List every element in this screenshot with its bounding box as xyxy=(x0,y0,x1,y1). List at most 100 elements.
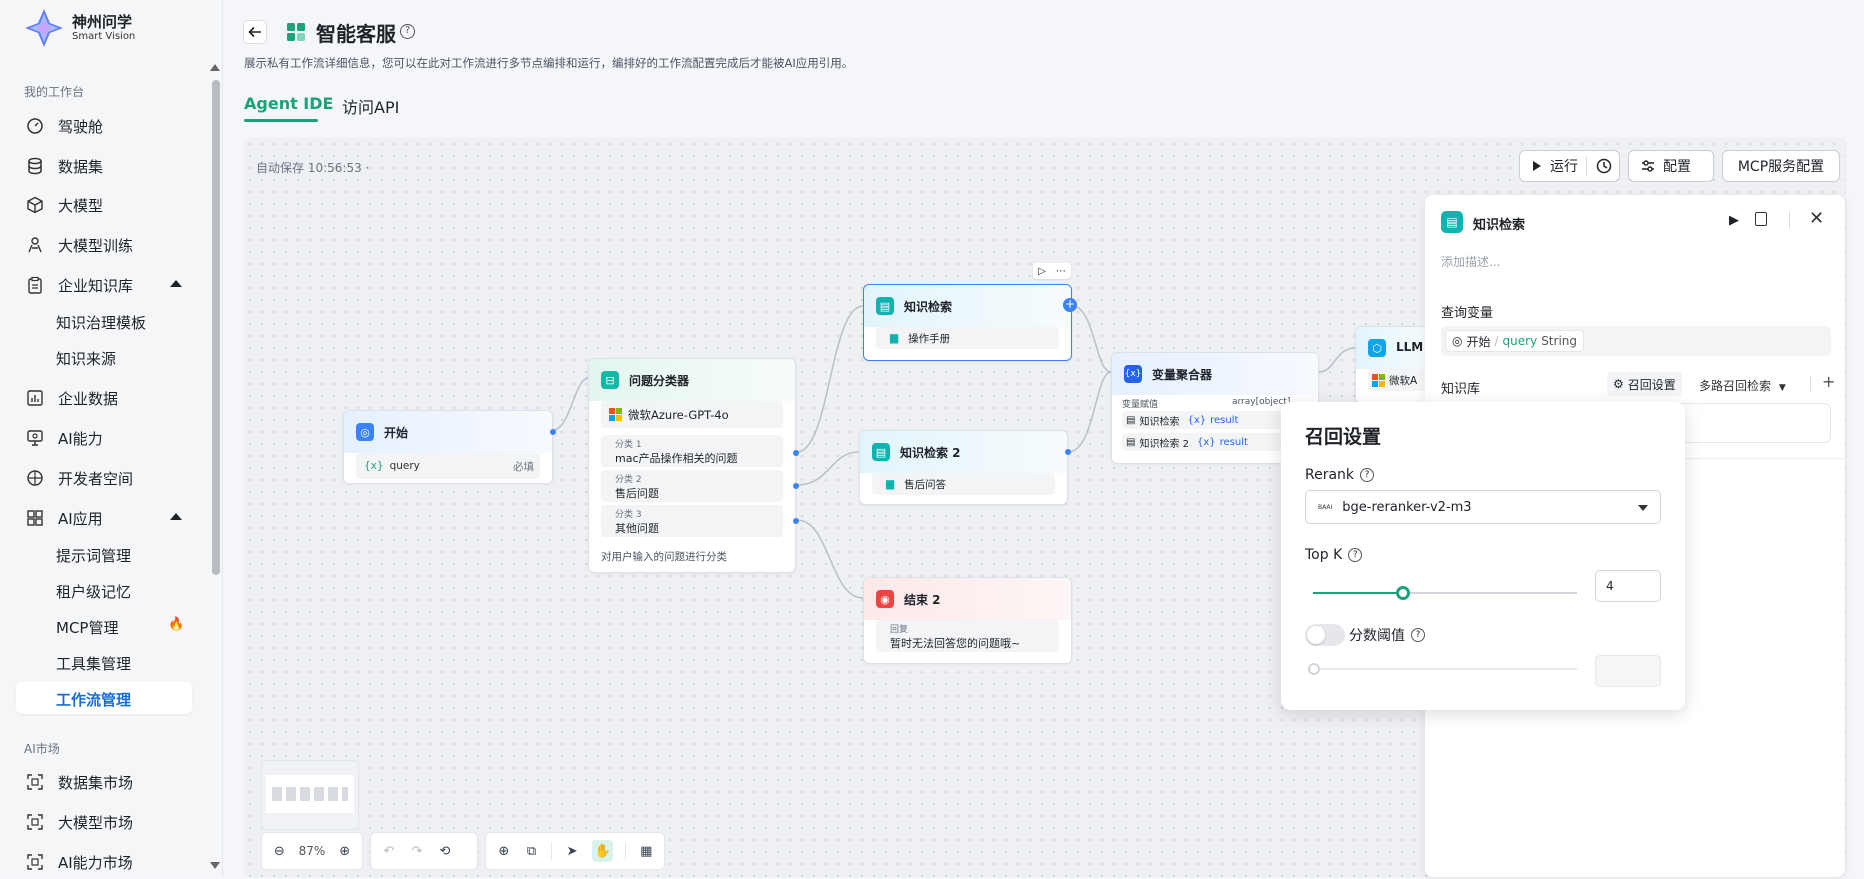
sidebar-item-ai-ability[interactable]: AI能力 xyxy=(16,421,192,455)
sidebar-item-dataset-market[interactable]: 数据集市场 xyxy=(16,765,192,799)
help-icon[interactable]: ? xyxy=(1348,548,1363,562)
sidebar-item-knowledge[interactable]: 企业知识库 xyxy=(16,268,192,302)
rerank-value: bge-reranker-v2-m3 xyxy=(1342,499,1472,515)
topk-input[interactable]: 4 xyxy=(1595,570,1661,602)
play-icon[interactable]: ▷ xyxy=(1038,265,1046,277)
help-icon[interactable]: ? xyxy=(1411,628,1425,642)
mcp-config-button[interactable]: MCP服务配置 xyxy=(1722,150,1840,182)
sidebar-item-training[interactable]: 大模型训练 xyxy=(16,228,192,262)
sidebar-sub-tools[interactable]: 工具集管理 xyxy=(56,655,132,673)
zoom-controls: ⊖ 87% ⊕ xyxy=(261,832,363,870)
sidebar-item-llm-market[interactable]: 大模型市场 xyxy=(16,805,192,839)
sidebar-sub-source[interactable]: 知识来源 xyxy=(56,350,117,368)
config-button[interactable]: 配置 xyxy=(1628,150,1714,182)
zoom-level[interactable]: 87% xyxy=(298,844,326,858)
sidebar-item-ai-app[interactable]: AI应用 xyxy=(16,501,192,535)
dev-icon xyxy=(26,469,44,487)
more-icon[interactable]: ⋯ xyxy=(1055,265,1066,277)
brand-logo[interactable]: 神州问学 Smart Vision xyxy=(24,8,135,48)
kb-row: ▆ 售后问答 xyxy=(872,473,1055,495)
history-run-button[interactable] xyxy=(1590,150,1620,182)
sidebar-item-enterprise-data[interactable]: 企业数据 xyxy=(16,381,192,415)
scroll-up-icon[interactable] xyxy=(210,64,220,71)
history-icon[interactable]: ⟲ xyxy=(439,843,451,859)
topk-slider[interactable] xyxy=(1313,585,1577,601)
layout-icon[interactable]: ▦ xyxy=(640,843,653,859)
sidebar-item-dev-space[interactable]: 开发者空间 xyxy=(16,461,192,495)
undo-icon[interactable]: ↶ xyxy=(383,843,395,859)
query-variable-field[interactable]: ◎ 开始 / query String xyxy=(1441,326,1831,356)
scroll-down-icon[interactable] xyxy=(210,862,220,869)
scan-icon xyxy=(26,853,44,871)
history-controls: ↶ ↷ ⟲ xyxy=(370,832,478,870)
node-knowledge-1[interactable]: ▤ 知识检索 ▆ 操作手册 + xyxy=(863,284,1077,361)
description-input[interactable]: 添加描述... xyxy=(1441,255,1501,269)
sidebar-item-label: 数据集 xyxy=(58,157,104,176)
threshold-label: 分数阈值 xyxy=(1349,628,1405,644)
output-port[interactable] xyxy=(793,518,799,524)
tab-agent-ide[interactable]: Agent IDE xyxy=(244,94,334,113)
output-port[interactable] xyxy=(1065,449,1071,455)
node-classifier[interactable]: ⊟ 问题分类器 微软Azure-GPT-4o 分类 1 mac产品操作相关的问题… xyxy=(588,358,799,573)
tab-api[interactable]: 访问API xyxy=(342,98,400,117)
slider-thumb[interactable] xyxy=(1395,586,1410,600)
book-icon: ▤ xyxy=(872,443,890,461)
add-node-icon[interactable]: ⊕ xyxy=(498,843,510,859)
pointer-icon[interactable]: ➤ xyxy=(566,843,578,859)
zoom-out-icon[interactable]: ⊖ xyxy=(273,843,285,859)
sidebar-item-cockpit[interactable]: 驾驶舱 xyxy=(16,109,192,143)
play-icon[interactable]: ▶ xyxy=(1729,213,1739,228)
arrow-left-icon xyxy=(248,26,261,38)
variable-icon: {x} xyxy=(364,460,384,472)
slider-track xyxy=(1313,592,1577,594)
output-port[interactable] xyxy=(550,429,556,435)
node-llm[interactable]: ⬡ LLM 微软A xyxy=(1355,326,1435,404)
minimap[interactable] xyxy=(261,760,359,830)
node-end-2[interactable]: ◉ 结束 2 回复 暂时无法回答您的问题哦~ xyxy=(863,577,1072,664)
run-button[interactable]: 运行 xyxy=(1519,150,1620,182)
slider-thumb[interactable] xyxy=(1308,663,1320,675)
sidebar-sub-memory[interactable]: 租户级记忆 xyxy=(56,583,132,601)
threshold-label-row: 分数阈值 ? xyxy=(1349,625,1425,645)
back-button[interactable] xyxy=(243,20,267,44)
sidebar-item-ability-market[interactable]: AI能力市场 xyxy=(16,845,192,879)
threshold-input[interactable] xyxy=(1595,655,1661,687)
sidebar-item-llm[interactable]: 大模型 xyxy=(16,188,192,222)
section-label-workbench: 我的工作台 xyxy=(24,85,85,99)
hand-icon[interactable]: ✋ xyxy=(591,840,614,862)
sidebar-sub-prompt[interactable]: 提示词管理 xyxy=(56,547,132,565)
sidebar-scrollbar[interactable] xyxy=(212,80,220,575)
variable-icon: {x} xyxy=(1197,436,1216,448)
multi-recall-dropdown[interactable]: 多路召回检索 ▼ xyxy=(1699,377,1786,394)
add-icon[interactable]: + xyxy=(1822,372,1836,391)
rerank-label: Rerank xyxy=(1305,467,1355,483)
class-row-1: 分类 1 mac产品操作相关的问题 xyxy=(601,435,783,467)
rerank-select[interactable]: BAAI bge-reranker-v2-m3 xyxy=(1305,490,1661,524)
sidebar-item-dataset[interactable]: 数据集 xyxy=(16,149,192,183)
chevron-down-icon: ▼ xyxy=(1778,383,1786,393)
chevron-up-icon xyxy=(170,513,182,520)
recall-settings-button[interactable]: ⚙ 召回设置 xyxy=(1607,372,1682,396)
threshold-slider[interactable] xyxy=(1308,662,1577,676)
help-icon[interactable]: ? xyxy=(1360,468,1375,482)
node-mini-toolbar[interactable]: ▷⋯ xyxy=(1033,263,1071,279)
reply-label: 回复 xyxy=(890,624,909,635)
node-start[interactable]: ◎ 开始 {x} query 必填 xyxy=(343,410,556,484)
add-node-icon[interactable]: + xyxy=(1063,297,1077,312)
location-pin-icon: ◉ xyxy=(876,590,894,608)
output-port[interactable] xyxy=(793,483,799,489)
sidebar-sub-workflow[interactable]: 工作流管理 xyxy=(56,691,132,709)
doc-icon[interactable] xyxy=(1755,212,1767,226)
sidebar-sub-mcp[interactable]: MCP管理 xyxy=(56,619,119,637)
model-name: 微软A xyxy=(1389,374,1418,387)
node-knowledge-2[interactable]: ▤ 知识检索 2 ▆ 售后问答 xyxy=(859,430,1071,505)
help-icon[interactable]: ? xyxy=(400,24,415,39)
note-icon[interactable]: ⧉ xyxy=(526,843,537,859)
threshold-toggle[interactable] xyxy=(1305,624,1345,646)
agg-type: array[object] xyxy=(1232,397,1291,407)
sidebar-sub-template[interactable]: 知识治理模板 xyxy=(56,314,147,332)
redo-icon[interactable]: ↷ xyxy=(411,843,423,859)
zoom-in-icon[interactable]: ⊕ xyxy=(339,843,351,859)
output-port[interactable] xyxy=(793,450,799,456)
close-icon[interactable]: ✕ xyxy=(1809,208,1825,229)
